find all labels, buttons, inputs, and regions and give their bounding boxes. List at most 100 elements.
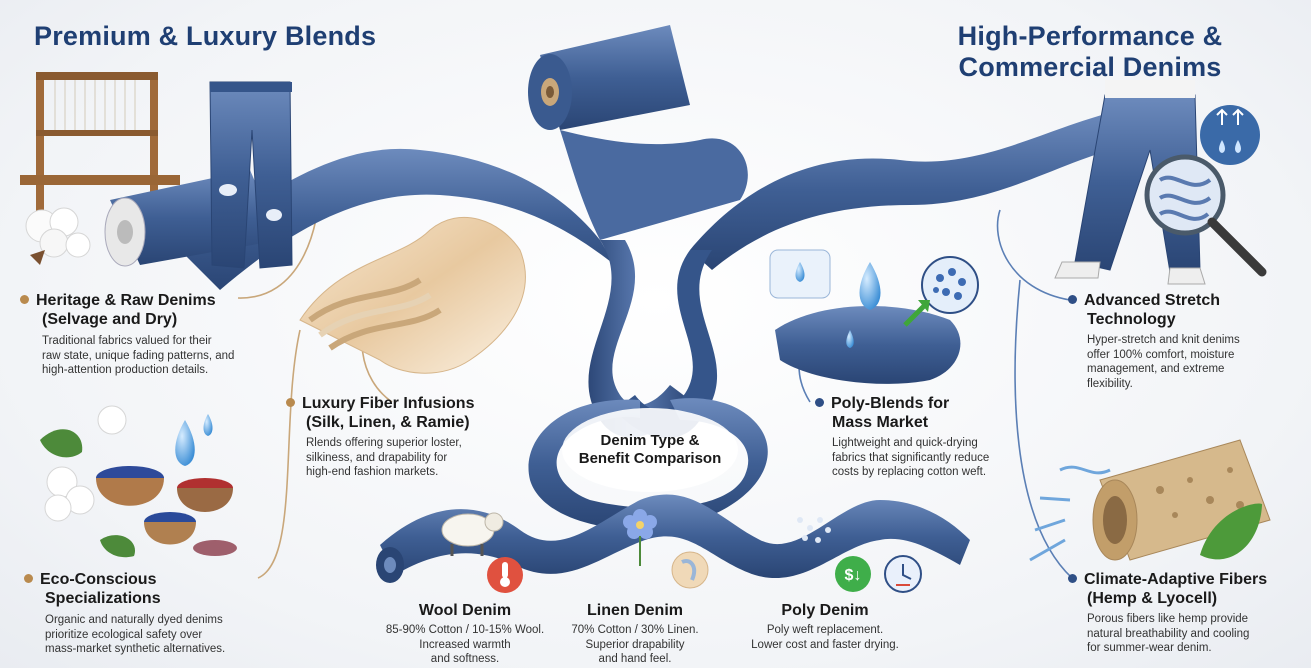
stretch-title: Advanced Stretch bbox=[1068, 291, 1220, 310]
climate-title-line2: (Hemp & Lyocell) bbox=[1087, 590, 1218, 607]
center-title-line2: Benefit Comparison bbox=[578, 450, 722, 467]
bullet-dot bbox=[815, 398, 824, 407]
ribbon-bottom-wave bbox=[380, 494, 970, 579]
natural-dye-pots-icon bbox=[40, 405, 237, 558]
linen-desc-line3: and hand feel. bbox=[598, 653, 672, 665]
wool-desc-line2: Increased warmth bbox=[419, 638, 511, 651]
heritage-title-line1: Heritage & Raw Denims bbox=[36, 292, 216, 309]
poly-blends-title: Poly-Blends for bbox=[815, 394, 949, 413]
heritage-desc-line3: high-attention production details. bbox=[42, 364, 209, 376]
fast-dry-timer-icon bbox=[884, 555, 922, 593]
right-heading: High-Performance & Commercial Denims bbox=[940, 21, 1240, 83]
eco-desc-line1: Organic and naturally dyed denims bbox=[45, 614, 223, 626]
connector-stretch bbox=[996, 209, 1071, 301]
poly-fiber-icon bbox=[797, 517, 831, 543]
porous-hemp-fiber-icon bbox=[1029, 439, 1271, 562]
center-title: Denim Type & Benefit Comparison bbox=[560, 432, 740, 468]
heritage-title-line2: (Selvage and Dry) bbox=[42, 311, 178, 328]
right-heading-line1: High-Performance & bbox=[957, 21, 1223, 51]
leaf-icon-right bbox=[1200, 503, 1263, 560]
stretch-desc-line3: management, and extreme bbox=[1087, 363, 1225, 375]
right-heading-line2: Commercial Denims bbox=[958, 52, 1222, 82]
linen-title: Linen Denim bbox=[586, 602, 683, 619]
poly-blends-desc-line1: Lightweight and quick-drying bbox=[832, 437, 978, 449]
flax-flower-icon bbox=[623, 509, 657, 566]
luxury-title-line2: (Silk, Linen, & Ramie) bbox=[306, 414, 470, 431]
fabric-magnifier-icon bbox=[1144, 154, 1267, 277]
connector-eco bbox=[257, 329, 301, 579]
ribbon-twist-a bbox=[588, 240, 690, 438]
bullet-dot bbox=[286, 398, 295, 407]
climate-desc-line3: for summer-wear denim. bbox=[1087, 642, 1212, 654]
linen-desc-line2: Superior drapability bbox=[585, 638, 685, 651]
poly-blends-desc-line3: costs by replacing cotton weft. bbox=[832, 466, 987, 478]
ribbon-right-sweep bbox=[690, 110, 1130, 270]
climate-desc-line2: natural breathability and cooling bbox=[1087, 627, 1250, 640]
luxury-desc: Rlends offering superior loster, silkine… bbox=[306, 436, 462, 480]
heritage-desc: Traditional fabrics valued for their raw… bbox=[42, 334, 234, 378]
leaf-icon bbox=[40, 429, 83, 458]
stretch-desc: Hyper-stretch and knit denims offer 100%… bbox=[1087, 333, 1240, 391]
heritage-desc-line1: Traditional fabrics valued for their bbox=[42, 335, 212, 347]
ribbon-twist-b bbox=[615, 250, 718, 439]
bullet-dot bbox=[20, 295, 29, 304]
climate-desc-line1: Porous fibers like hemp provide bbox=[1087, 613, 1249, 625]
eco-desc-line3: mass-market synthetic alternatives. bbox=[45, 643, 226, 655]
linen-desc: 70% Cotton / 30% Linen. Superior drapabi… bbox=[525, 623, 745, 667]
luxury-desc-line1: Rlends offering superior loster, bbox=[306, 437, 462, 449]
stretch-desc-line2: offer 100% comfort, moisture bbox=[1087, 348, 1235, 361]
climate-title-line1: Climate-Adaptive Fibers bbox=[1084, 571, 1268, 588]
eco-title-line2: Specializations bbox=[45, 590, 161, 607]
connector-climate bbox=[1014, 279, 1073, 579]
water-droplet-icon bbox=[175, 414, 213, 466]
wool-desc-line1: 85-90% Cotton / 10-15% Wool. bbox=[385, 624, 545, 636]
center-title-backdrop bbox=[562, 408, 738, 492]
luxury-title: Luxury Fiber Infusions bbox=[286, 394, 474, 413]
left-heading: Premium & Luxury Blends bbox=[34, 21, 377, 51]
eco-desc-line2: prioritize ecological safety over bbox=[45, 628, 203, 641]
bullet-dot bbox=[1068, 574, 1077, 583]
poly-blends-title-line1: Poly-Blends for bbox=[831, 395, 950, 412]
poly-desc: Poly weft replacement. Lower cost and fa… bbox=[715, 623, 935, 652]
poly-desc-line1: Poly weft replacement. bbox=[766, 624, 884, 636]
wool-title: Wool Denim bbox=[418, 602, 512, 619]
fabric-swatch-icon bbox=[671, 551, 709, 589]
heritage-desc-line2: raw state, unique fading patterns, and bbox=[42, 349, 235, 362]
stretch-desc-line4: flexibility. bbox=[1087, 377, 1133, 390]
stretch-desc-line1: Hyper-stretch and knit denims bbox=[1087, 334, 1240, 346]
stretch-title-line1: Advanced Stretch bbox=[1084, 292, 1221, 309]
breathability-badge-icon bbox=[1200, 105, 1260, 165]
stretch-title-line2: Technology bbox=[1087, 311, 1176, 328]
poly-desc-line2: Lower cost and faster drying. bbox=[751, 638, 899, 651]
thermometer-icon bbox=[487, 557, 523, 593]
moisture-wicking-icon bbox=[769, 249, 979, 384]
poly-blends-title-line2: Mass Market bbox=[832, 414, 929, 431]
fabric-roll-top bbox=[528, 25, 748, 240]
ribbon-end-roll-left-core bbox=[384, 557, 396, 573]
eco-title: Eco-Conscious bbox=[24, 570, 156, 589]
climate-title: Climate-Adaptive Fibers bbox=[1068, 570, 1267, 589]
climate-desc: Porous fibers like hemp provide natural … bbox=[1087, 612, 1249, 656]
wool-desc: 85-90% Cotton / 10-15% Wool. Increased w… bbox=[350, 623, 580, 667]
eco-desc: Organic and naturally dyed denims priori… bbox=[45, 613, 225, 657]
poly-blends-desc: Lightweight and quick-drying fabrics tha… bbox=[832, 436, 989, 480]
center-title-line1: Denim Type & bbox=[600, 432, 700, 449]
heritage-title: Heritage & Raw Denims bbox=[20, 291, 216, 310]
silk-braid-icon bbox=[299, 216, 526, 374]
poly-title: Poly Denim bbox=[781, 602, 869, 619]
svg-text:$↓: $↓ bbox=[845, 567, 862, 584]
sheep-icon bbox=[441, 512, 504, 556]
cost-saving-icon: $↓ bbox=[835, 556, 871, 592]
bullet-dot bbox=[24, 574, 33, 583]
luxury-desc-line3: high-end fashion markets. bbox=[306, 466, 439, 478]
poly-blends-desc-line2: fabrics that significantly reduce bbox=[832, 451, 990, 464]
luxury-title-line1: Luxury Fiber Infusions bbox=[302, 395, 475, 412]
distressed-jeans-icon bbox=[209, 81, 293, 269]
bullet-dot bbox=[1068, 295, 1077, 304]
wooden-loom-icon bbox=[20, 72, 180, 232]
luxury-desc-line2: silkiness, and drapability for bbox=[306, 451, 448, 464]
wool-desc-line3: and softness. bbox=[430, 653, 500, 665]
cotton-boll-icon bbox=[25, 207, 91, 265]
linen-desc-line1: 70% Cotton / 30% Linen. bbox=[571, 624, 699, 636]
